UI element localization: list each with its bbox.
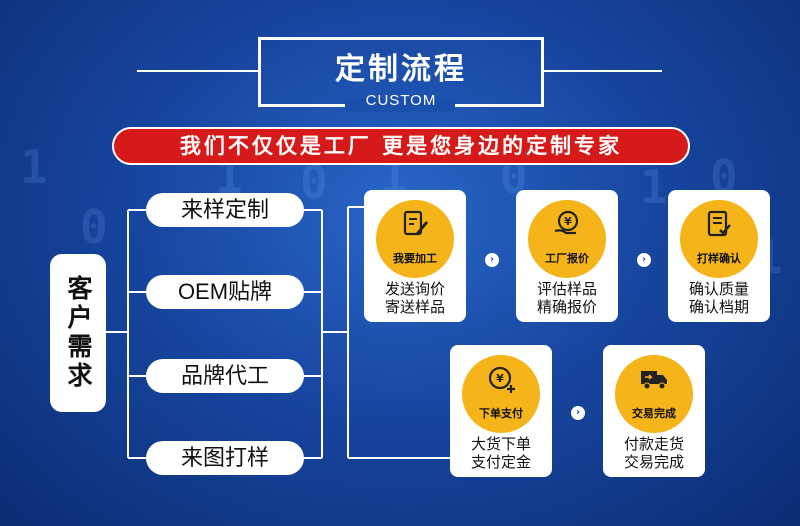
step-description: 发送询价寄送样品 — [384, 280, 445, 316]
header-left-line — [137, 70, 258, 72]
step-card-quotation: ¥ 工厂报价 评估样品精确报价 — [516, 190, 618, 322]
checklist-document-icon — [707, 210, 731, 237]
step-description: 大货下单支付定金 — [470, 435, 531, 471]
step-card-processing: 我要加工 发送询价寄送样品 — [364, 190, 466, 322]
step-circle: ¥ 工厂报价 — [528, 200, 606, 278]
step-circle: 我要加工 — [376, 200, 454, 278]
step-label: 打样确认 — [697, 252, 741, 265]
customer-demand-box: 客户需求 — [50, 254, 106, 412]
yuan-coin-add-icon: ¥ — [488, 366, 515, 393]
step-circle: 交易完成 — [615, 355, 693, 433]
page-title: 定制流程 — [335, 52, 467, 87]
option-sample-customization[interactable]: 来样定制 — [146, 193, 304, 227]
header-right-line — [544, 70, 662, 72]
step-circle: 打样确认 — [680, 200, 758, 278]
chevron-right-icon: › — [571, 406, 585, 420]
step-card-payment: ¥ 下单支付 大货下单支付定金 — [450, 345, 552, 477]
step-description: 确认质量确认档期 — [688, 280, 749, 316]
svg-text:¥: ¥ — [496, 372, 504, 385]
page-subtitle: CUSTOM — [365, 92, 437, 109]
option-brand-processing[interactable]: 品牌代工 — [146, 359, 304, 393]
option-drawing-proofing[interactable]: 来图打样 — [146, 441, 304, 475]
option-oem[interactable]: OEM贴牌 — [146, 275, 304, 309]
background-digit: 1 — [640, 160, 668, 214]
step-label: 工厂报价 — [545, 252, 589, 265]
step-description: 付款走货交易完成 — [623, 435, 684, 471]
step-card-complete: 交易完成 付款走货交易完成 — [603, 345, 705, 477]
step-card-proofing: 打样确认 确认质量确认档期 — [668, 190, 770, 322]
delivery-truck-icon — [641, 371, 667, 390]
background-digit: 0 — [80, 200, 108, 254]
background-digit: 1 — [20, 140, 48, 194]
step-label: 下单支付 — [479, 407, 523, 420]
customer-demand-label: 客户需求 — [64, 275, 93, 391]
step-label: 交易完成 — [632, 407, 676, 420]
step-description: 评估样品精确报价 — [536, 280, 597, 316]
step-label: 我要加工 — [393, 252, 437, 265]
chevron-right-icon: › — [485, 253, 499, 267]
step-circle: ¥ 下单支付 — [462, 355, 540, 433]
edit-document-icon — [403, 210, 428, 236]
yuan-coin-hand-icon: ¥ — [554, 210, 579, 235]
slogan-banner: 我们不仅仅是工厂 更是您身边的定制专家 — [112, 127, 690, 165]
chevron-right-icon: › — [637, 253, 651, 267]
title-frame-gap — [345, 98, 455, 112]
svg-text:¥: ¥ — [564, 215, 572, 228]
